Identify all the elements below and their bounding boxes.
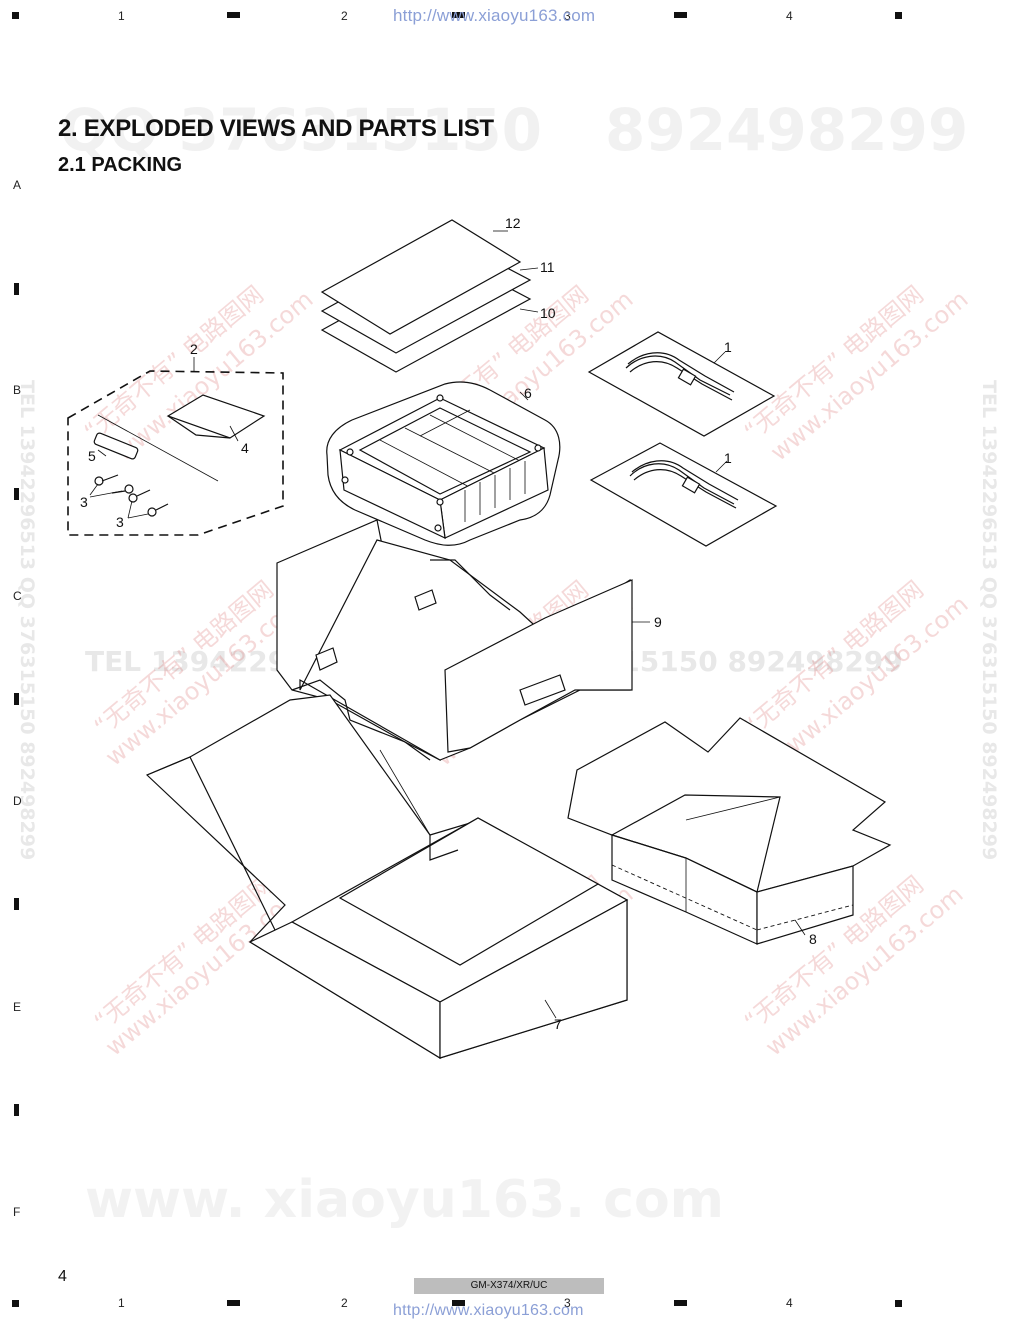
packing-insert (276, 519, 650, 761)
callout-12: 12 (505, 215, 521, 231)
column-number: 1 (118, 1296, 125, 1310)
grid-marker-bar (227, 1300, 240, 1306)
callout-9: 9 (654, 614, 662, 630)
grid-marker-bar (674, 1300, 687, 1306)
page-number: 4 (58, 1268, 67, 1285)
row-letter: A (13, 178, 22, 192)
callout-7: 7 (554, 1016, 562, 1032)
watermark-qq-top: QQ 376315150 (60, 96, 543, 164)
grid-marker-square (895, 12, 902, 19)
column-number: 4 (786, 9, 793, 23)
row-letter: F (13, 1205, 21, 1219)
column-number: 2 (341, 1296, 348, 1310)
callout-5: 5 (88, 448, 96, 464)
grid-marker-bar (227, 12, 240, 18)
row-letter: B (13, 383, 22, 397)
grid-marker-vbar (14, 488, 19, 500)
callout-1b: 1 (724, 450, 732, 466)
document-stack (320, 219, 539, 373)
inner-carton (145, 694, 629, 1060)
grid-marker-square (12, 1300, 19, 1307)
footer-url-link[interactable]: http://www.xiaoyu163.com (393, 1302, 584, 1319)
page-title: 2. EXPLODED VIEWS AND PARTS LIST (58, 115, 494, 142)
column-number: 3 (564, 1296, 571, 1310)
callout-2: 2 (190, 341, 198, 357)
column-number: 1 (118, 9, 125, 23)
row-letter: C (13, 589, 22, 603)
callout-3b: 3 (116, 514, 124, 530)
callout-6: 6 (524, 385, 532, 401)
model-label: GM-X374/XR/UC (414, 1278, 604, 1294)
grid-marker-vbar (14, 898, 19, 910)
row-letter: E (13, 1000, 22, 1014)
amplifier-unit (326, 381, 561, 546)
grid-marker-bar (674, 12, 687, 18)
cable-bag-upper (587, 331, 776, 437)
callout-11: 11 (540, 259, 555, 275)
callout-1a: 1 (724, 339, 732, 355)
watermark-number-top: 892498299 (605, 96, 969, 164)
column-number: 4 (786, 1296, 793, 1310)
watermark-bottom: www. xiaoyu163. com (85, 1170, 724, 1230)
grid-marker-vbar (14, 1104, 19, 1116)
callout-4: 4 (241, 440, 249, 456)
outer-carton (567, 717, 892, 945)
grid-marker-bar (452, 1300, 465, 1306)
grid-marker-square (12, 12, 19, 19)
column-number: 2 (341, 9, 348, 23)
grid-marker-vbar (14, 283, 19, 295)
callout-8: 8 (809, 931, 817, 947)
grid-marker-square (895, 1300, 902, 1307)
accessory-bag (67, 357, 284, 536)
header-url-link[interactable]: http://www.xiaoyu163.com (393, 6, 596, 25)
cable-bag-lower (589, 442, 778, 547)
column-number: 3 (564, 9, 571, 23)
grid-marker-bar (452, 12, 465, 18)
callout-10: 10 (540, 305, 556, 321)
row-letter: D (13, 794, 22, 808)
section-title: 2.1 PACKING (58, 154, 183, 176)
callout-3a: 3 (80, 494, 88, 510)
grid-marker-vbar (14, 693, 19, 705)
